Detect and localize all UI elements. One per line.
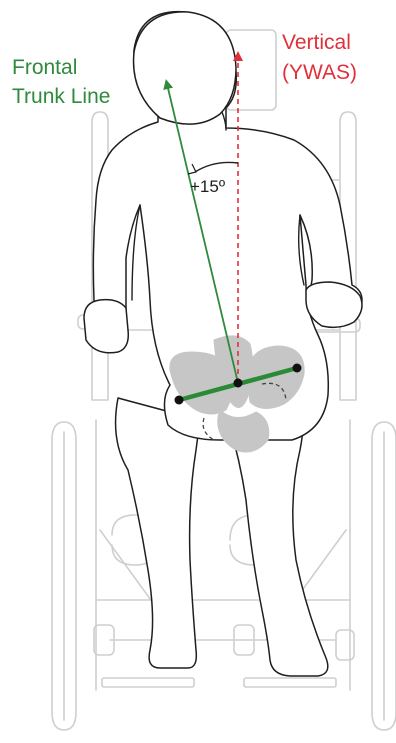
right-asis-point — [293, 364, 302, 373]
angle-label: +15º — [190, 177, 225, 196]
vertical-label: Vertical (YWAS) — [282, 31, 357, 84]
vertical-label-line2: (YWAS) — [282, 61, 357, 84]
frontal-trunk-line-label-line2: Trunk Line — [12, 85, 110, 108]
left-hand — [84, 300, 128, 353]
wheelchair-left-footplate — [102, 678, 194, 687]
midpoint-pelvis-point — [234, 379, 243, 388]
left-leg — [116, 398, 200, 668]
wheelchair-right-caster-2 — [336, 630, 354, 660]
vertical-label-line1: Vertical — [282, 31, 351, 54]
frontal-trunk-line-label-line1: Frontal — [12, 56, 77, 79]
frontal-trunk-line-label: Frontal Trunk Line — [12, 56, 110, 108]
wheelchair-right-footplate — [244, 678, 336, 687]
left-asis-point — [175, 396, 184, 405]
right-hand — [306, 282, 362, 327]
head — [134, 12, 236, 124]
